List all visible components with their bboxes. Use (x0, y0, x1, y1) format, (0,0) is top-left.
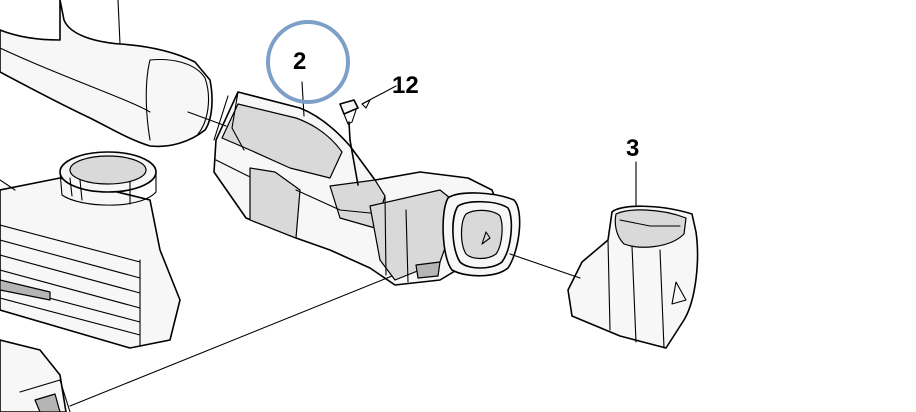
leader-lines (69, 81, 637, 407)
callout-3-label: 3 (626, 135, 640, 162)
bolt-12 (339, 99, 359, 186)
upper-hose (0, 0, 213, 148)
lower-left-housing (0, 151, 181, 349)
callout-2-highlight-circle (266, 20, 350, 104)
part-2-duct (213, 91, 521, 286)
callout-12-label: 12 (392, 72, 419, 99)
part-3-elbow (567, 205, 699, 349)
bottom-bracket (0, 339, 71, 412)
callout-2-label: 2 (293, 48, 307, 75)
